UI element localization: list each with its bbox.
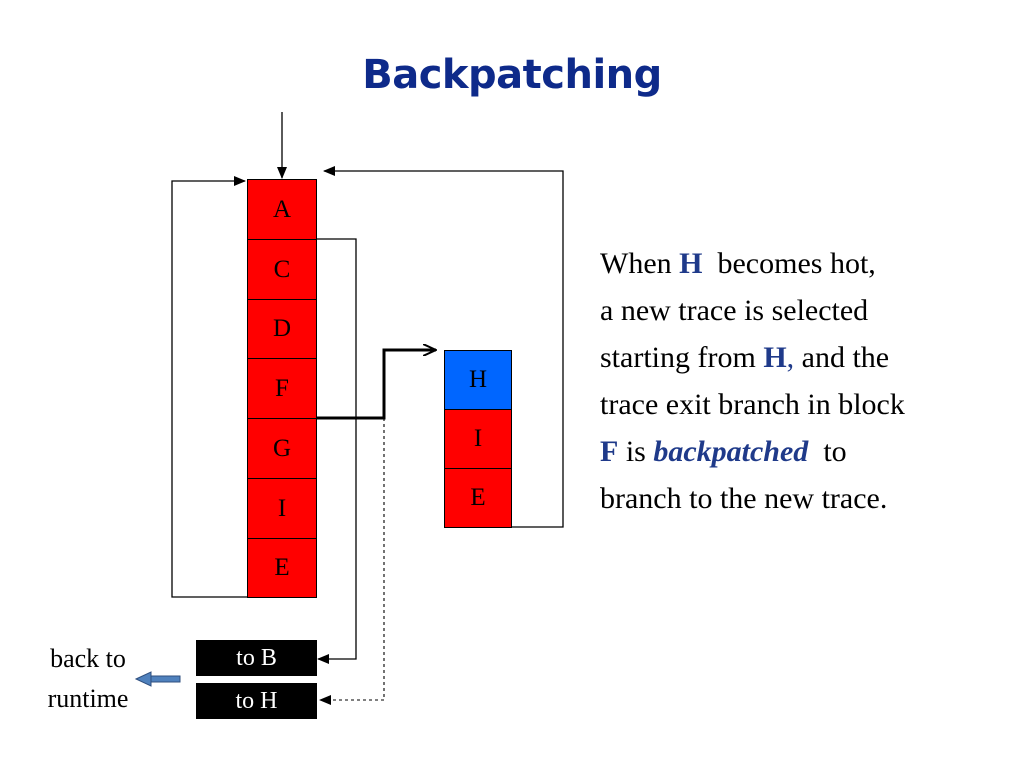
old-exit-dashed-arrow: [319, 418, 385, 705]
exit-to-b-arrow: [316, 238, 357, 664]
desc-line-3: starting from H, and the: [600, 341, 890, 374]
new-trace-loop-arrow: [323, 166, 564, 528]
block-f-ref: F: [600, 435, 619, 468]
trace-block-d: D: [247, 299, 317, 359]
loop-back-arrow: [171, 176, 247, 598]
new-trace-block-i: I: [444, 409, 512, 469]
hot-block-h: H: [679, 247, 703, 280]
desc-line-1: When H becomes hot,: [600, 247, 876, 280]
trace-block-e: E: [247, 538, 317, 598]
runtime-label-line-2: runtime: [47, 684, 129, 713]
stub-to-b: to B: [196, 640, 317, 676]
description-text: When H becomes hot, a new trace is selec…: [600, 240, 1020, 522]
slide-title: Backpatching: [362, 52, 662, 98]
back-to-runtime-arrow: [134, 671, 181, 687]
desc-line-6: branch to the new trace.: [600, 482, 888, 515]
stub-to-h: to H: [196, 683, 317, 719]
trace-block-g: G: [247, 418, 317, 479]
runtime-label-line-1: back to: [50, 644, 126, 673]
start-block-h: H: [763, 341, 787, 374]
backpatched-term: backpatched: [653, 435, 809, 468]
backpatched-branch-arrow: [316, 350, 436, 420]
desc-line-2: a new trace is selected: [600, 294, 869, 327]
new-trace-block-h: H: [444, 350, 512, 410]
trace-block-c: C: [247, 239, 317, 300]
desc-line-5: F is backpatched to: [600, 435, 847, 468]
trace-block-i: I: [247, 478, 317, 539]
desc-line-4: trace exit branch in block: [600, 388, 905, 421]
trace-block-f: F: [247, 358, 317, 419]
new-trace-block-e: E: [444, 468, 512, 528]
back-to-runtime-label: back to runtime: [28, 639, 148, 719]
trace-block-a: A: [247, 179, 317, 240]
